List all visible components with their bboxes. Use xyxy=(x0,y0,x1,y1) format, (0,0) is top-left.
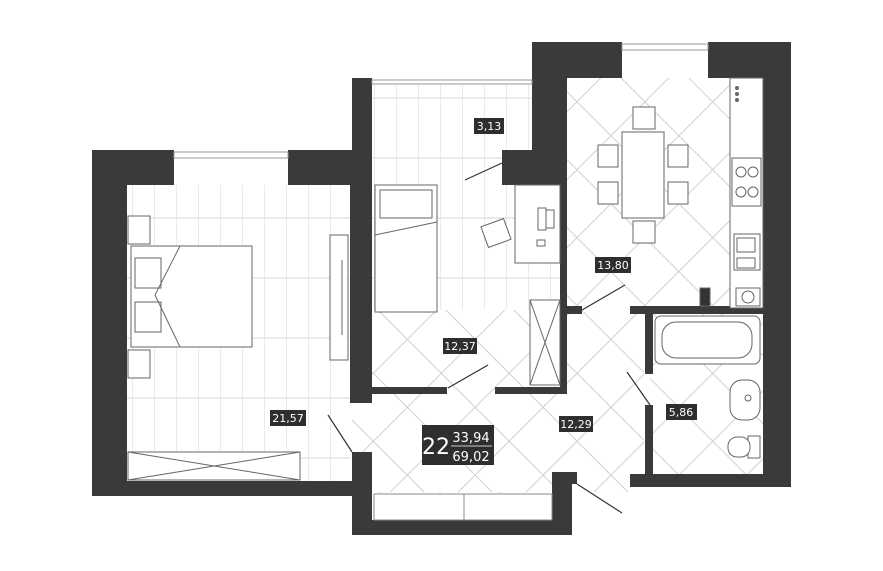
fridge xyxy=(699,287,761,307)
desk-chair xyxy=(480,217,512,249)
single-bed xyxy=(374,184,438,313)
living-area: 33,94 xyxy=(452,431,489,446)
dining-table xyxy=(597,106,689,244)
wardrobe-bedroom xyxy=(127,451,301,481)
desk xyxy=(514,184,561,264)
bathtub xyxy=(654,315,761,365)
bathroom-area-label: 5,86 xyxy=(669,406,694,419)
kitchen-counter xyxy=(729,77,764,309)
hall-wardrobe xyxy=(373,493,553,521)
hall-floor xyxy=(352,310,644,492)
dresser xyxy=(529,299,561,386)
balcony-floor xyxy=(372,84,532,154)
double-bed xyxy=(127,215,253,379)
tv-stand xyxy=(329,234,349,361)
toilet xyxy=(727,435,761,459)
kitchen-area-label: 13,80 xyxy=(597,259,629,272)
apartment-number: 22 xyxy=(422,435,450,460)
windows xyxy=(173,43,709,159)
balcony-area-label: 3,13 xyxy=(477,120,502,133)
hall-area-label: 12,29 xyxy=(560,418,592,431)
walls xyxy=(92,42,791,535)
area-labels: 21,57 3,13 12,37 13,80 12,29 5,86 xyxy=(270,118,697,432)
bedroom-area-label: 21,57 xyxy=(272,412,304,425)
sink xyxy=(729,379,761,421)
door-swings xyxy=(327,162,651,514)
kids-room-area-label: 12,37 xyxy=(444,340,476,353)
apartment-summary: 22 33,94 69,02 xyxy=(422,425,494,465)
total-area: 69,02 xyxy=(452,450,489,465)
